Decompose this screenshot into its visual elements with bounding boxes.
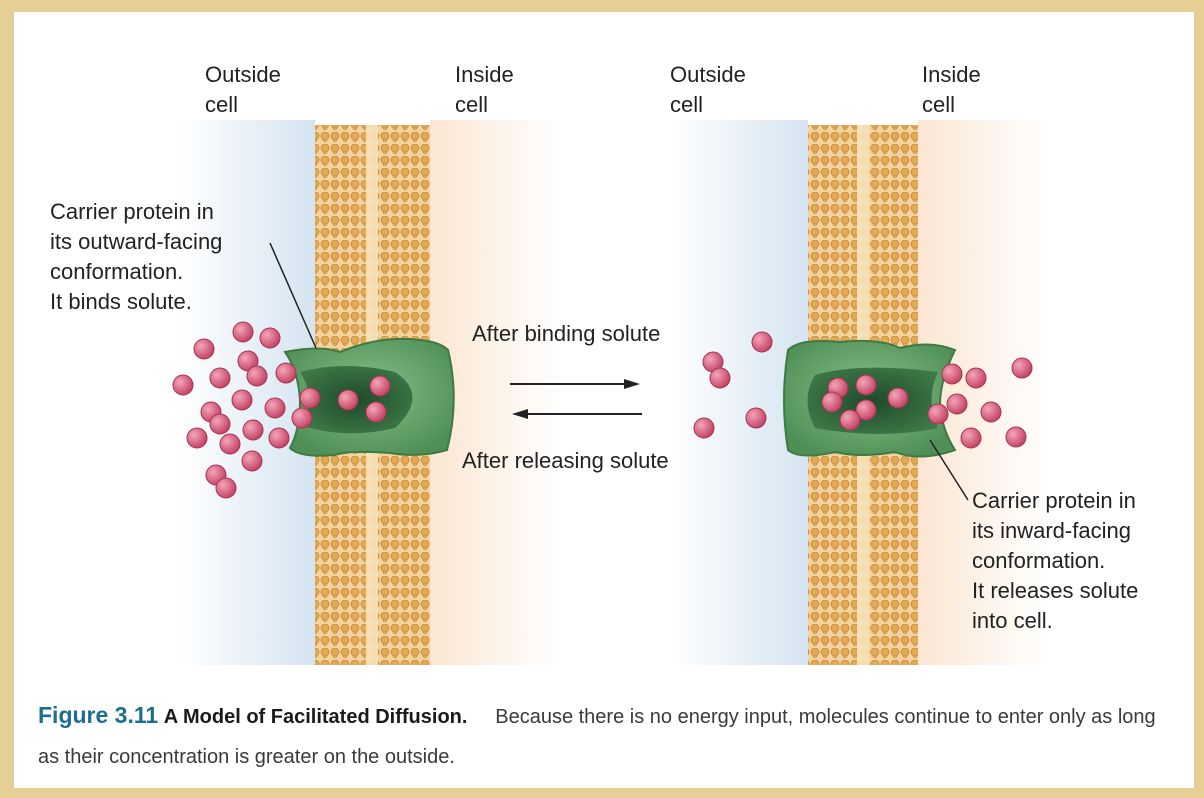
label-carrier-outward: Carrier protein in its outward-facing co…	[50, 197, 222, 317]
figure-caption: Figure 3.11 A Model of Facilitated Diffu…	[38, 695, 1168, 777]
label-after-releasing: After releasing solute	[462, 446, 669, 476]
label-after-binding: After binding solute	[472, 319, 660, 349]
label-carrier-inward: Carrier protein in its inward-facing con…	[972, 486, 1138, 636]
figure-title: A Model of Facilitated Diffusion.	[164, 706, 468, 728]
carrier-protein-inward	[784, 341, 955, 457]
figure-number: Figure 3.11	[38, 702, 158, 728]
